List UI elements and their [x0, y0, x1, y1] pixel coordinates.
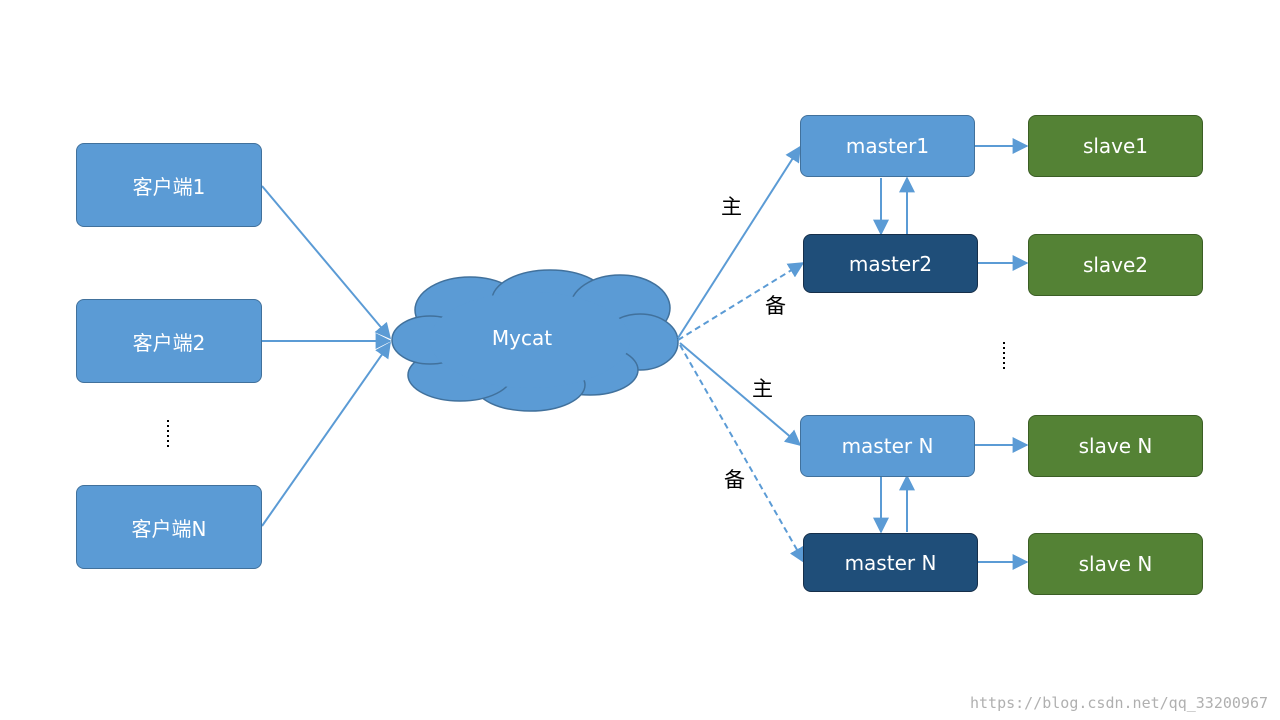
slave-node-n-2: slave N [1028, 533, 1203, 595]
nodes-ellipsis [1002, 342, 1006, 369]
master-node-1: master1 [800, 115, 975, 177]
client-node-2: 客户端2 [76, 299, 262, 383]
backup-label-top: 备 [765, 294, 786, 318]
connector-mycat-masterN-primary [679, 342, 802, 447]
connector-clientN-mycat [261, 341, 391, 527]
clients-ellipsis [166, 420, 170, 447]
backup-label-bottom: 备 [724, 468, 745, 492]
master-node-2: master2 [803, 234, 978, 293]
slave-node-1: slave1 [1028, 115, 1203, 177]
client-node-1: 客户端1 [76, 143, 262, 227]
connector-mycat-master2 [677, 262, 805, 341]
client-node-n: 客户端N [76, 485, 262, 569]
master-node-n-backup: master N [803, 533, 978, 592]
primary-label-top: 主 [721, 195, 742, 219]
connector-client1-mycat [261, 185, 392, 340]
master-node-n-primary: master N [800, 415, 975, 477]
connector-mycat-masterN-backup [679, 344, 805, 564]
slave-node-2: slave2 [1028, 234, 1203, 296]
connector-mycat-master1 [677, 145, 801, 339]
primary-label-bottom: 主 [752, 377, 773, 401]
watermark: https://blog.csdn.net/qq_33200967 [969, 694, 1268, 712]
slave-node-n-1: slave N [1028, 415, 1203, 477]
mycat-label: Mycat [491, 326, 553, 350]
mycat-cloud [391, 269, 679, 412]
